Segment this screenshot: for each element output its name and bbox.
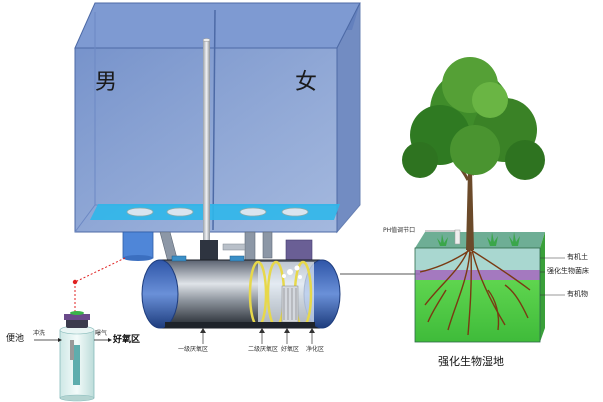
aerate-label: 曝气 [95,330,108,337]
zone-label-1: 一级厌氧区 [178,346,209,353]
red-connector [72,257,126,312]
aerobic-zone-label: 好氧区 [113,335,141,345]
drain-pipes [159,231,313,263]
zone-pointers [202,330,313,344]
toilet-pit-label: 便池 [6,334,25,344]
flush-label: 冲洗 [33,330,46,337]
toilet-building [74,2,361,261]
squat-pan [281,207,309,217]
female-label: 女 [295,70,318,95]
squat-pan [166,207,194,217]
male-label: 男 [95,70,118,95]
ph-port-label: PH值调节口 [383,227,416,234]
tree [402,57,545,250]
zone-label-2: 二级厌氧区 [248,346,279,353]
treatment-tank [141,255,341,329]
zone-label-4: 净化区 [306,346,325,353]
squat-pan [126,207,154,217]
layer-organic-soil: 有机土 [567,253,588,261]
vent-pipe [203,40,210,250]
layer-pointers [425,230,565,296]
floor-water [90,204,340,220]
wetland-block [414,229,545,343]
layer-bio-bed: 强化生物菌床 [547,267,589,275]
zone-label-3: 好氧区 [281,346,300,353]
wetland-caption: 强化生物湿地 [438,355,504,368]
septic-cylinder [34,311,112,402]
layer-organic-matter: 有机物 [567,290,588,298]
squat-pan [239,207,267,217]
